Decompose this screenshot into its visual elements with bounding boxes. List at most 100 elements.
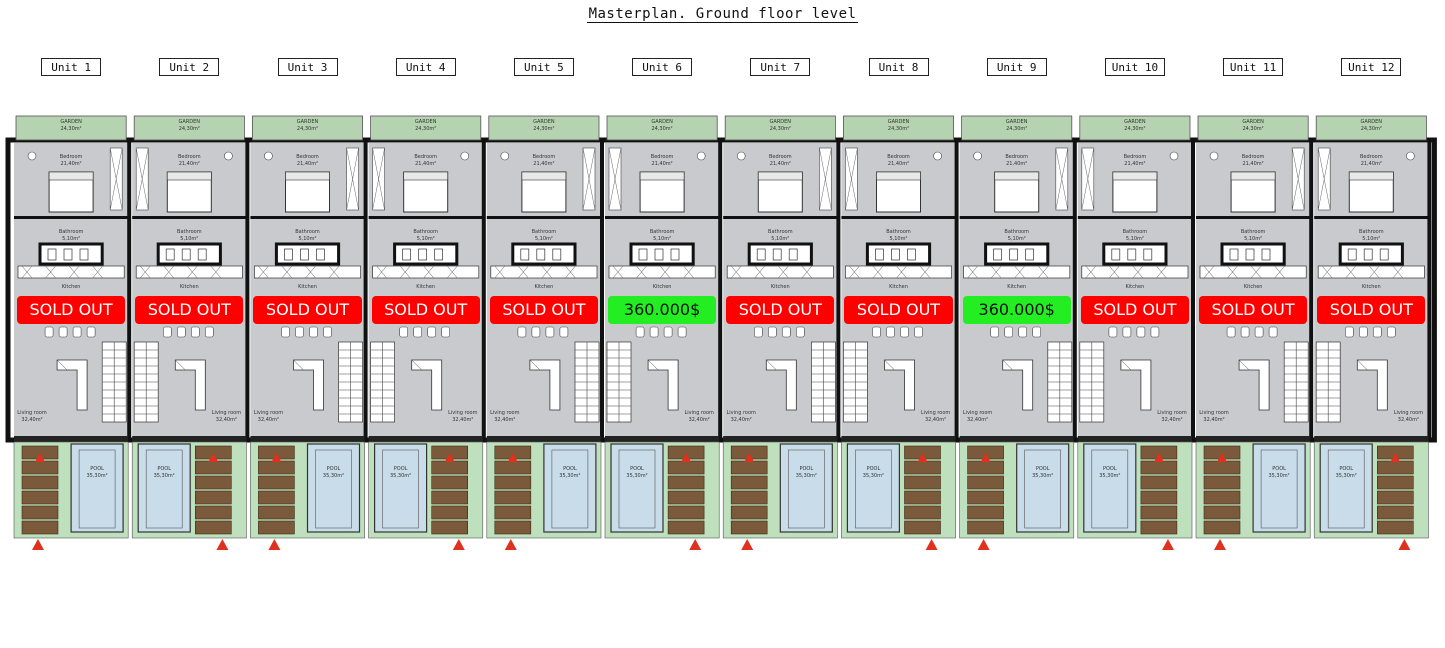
bedroom-label: Bedroom xyxy=(769,154,792,160)
pool xyxy=(1252,443,1306,533)
kitchen-label: Kitchen xyxy=(1244,284,1263,290)
deck-board xyxy=(21,520,59,535)
kitchen-counter xyxy=(1199,265,1307,279)
party-wall xyxy=(718,140,723,440)
living-room-label: Living room xyxy=(727,410,757,416)
counter-cross xyxy=(163,265,174,279)
party-wall xyxy=(1072,140,1077,440)
kitchen-label: Kitchen xyxy=(1126,284,1145,290)
sofa-detail xyxy=(175,359,186,371)
kitchen-counter xyxy=(1317,265,1425,279)
bedroom-area: 21,40m² xyxy=(297,161,318,167)
facade-wall xyxy=(841,436,956,442)
entrance-marker xyxy=(1390,453,1401,462)
sofa-detail xyxy=(56,359,68,371)
garden-strip xyxy=(606,115,718,141)
unit-label: Unit 2 xyxy=(159,58,220,76)
dining-chair xyxy=(309,326,318,338)
living-room-area: 32,40m² xyxy=(494,417,515,423)
unit-11: GARDEN24,30m²Bedroom21,40m²Bathroom5,10m… xyxy=(1195,115,1314,550)
facade-wall xyxy=(14,436,129,442)
garden-strip xyxy=(724,115,836,141)
pool-inner xyxy=(1260,449,1298,529)
unit-3: GARDEN24,30m²Bedroom21,40m²Bathroom5,10m… xyxy=(250,115,368,550)
living-room-area: 32,40m² xyxy=(21,417,42,423)
deck-board xyxy=(730,460,768,475)
pool-inner xyxy=(855,449,892,529)
sanitary-fixture xyxy=(638,248,648,261)
dining-chair xyxy=(191,326,200,338)
living-room-label: Living room xyxy=(254,410,284,416)
dining-chair xyxy=(1108,326,1118,338)
dining-chair xyxy=(767,326,777,338)
sanitary-fixture xyxy=(1009,248,1018,261)
dining-chair xyxy=(753,326,763,338)
sold-out-badge: SOLD OUT xyxy=(726,296,835,324)
counter-cross xyxy=(328,265,340,279)
counter-cross xyxy=(376,265,387,279)
sanitary-fixture xyxy=(1111,248,1121,261)
counter-cross xyxy=(967,265,978,279)
bedroom-area: 21,40m² xyxy=(1124,161,1145,167)
sofa-detail xyxy=(884,359,895,371)
deck-board xyxy=(667,505,705,520)
pool-label: POOL xyxy=(1272,466,1286,472)
pool-inner xyxy=(1327,449,1365,529)
counter-cross xyxy=(612,265,624,279)
counter-cross xyxy=(305,265,316,279)
bathroom-area: 5,10m² xyxy=(1008,236,1026,242)
living-room-label: Living room xyxy=(1199,410,1229,416)
bathroom-area: 5,10m² xyxy=(180,236,198,242)
sold-out-badge: SOLD OUT xyxy=(135,296,244,324)
facade-wall xyxy=(723,436,838,442)
deck-board xyxy=(195,490,232,505)
kitchen-label: Kitchen xyxy=(1007,284,1026,290)
deck-board xyxy=(494,520,532,535)
unit-7: GARDEN24,30m²Bedroom21,40m²Bathroom5,10m… xyxy=(722,115,841,550)
bedroom-label: Bedroom xyxy=(1360,154,1383,160)
side-table xyxy=(224,151,233,161)
sold-out-badge: SOLD OUT xyxy=(1317,296,1426,324)
side-table xyxy=(736,151,746,161)
living-room-area: 32,40m² xyxy=(689,417,710,423)
sofa-detail xyxy=(293,359,304,371)
entrance-marker xyxy=(271,453,282,462)
deck-board xyxy=(667,475,705,490)
pool-inner xyxy=(315,449,352,529)
garden-label: GARDEN xyxy=(179,119,201,125)
sanitary-fixture xyxy=(1127,248,1137,261)
sofa xyxy=(647,359,679,411)
pool-label: POOL xyxy=(90,466,104,472)
garden-label: GARDEN xyxy=(1124,119,1146,125)
pool-area: 35,30m² xyxy=(559,473,580,479)
garden-area: 24,30m² xyxy=(1242,126,1263,132)
entrance-marker xyxy=(1153,453,1164,462)
dining-chair xyxy=(1254,326,1264,338)
pool-inner xyxy=(382,449,419,529)
bedroom-area: 21,40m² xyxy=(415,161,436,167)
unit-label: Unit 7 xyxy=(750,58,811,76)
pool-area: 35,30m² xyxy=(1336,473,1357,479)
side-table xyxy=(933,151,942,161)
bedroom-wall xyxy=(959,216,1074,219)
counter-cross xyxy=(1322,265,1333,279)
sofa xyxy=(884,359,915,411)
sofa xyxy=(411,359,443,411)
deck-board xyxy=(494,475,532,490)
pool-inner xyxy=(551,449,589,529)
deck-board xyxy=(195,460,232,475)
sofa-detail xyxy=(766,359,777,371)
pool xyxy=(1016,443,1070,533)
sofa xyxy=(1120,359,1152,411)
dining-chair xyxy=(1240,326,1250,338)
deck-board xyxy=(667,460,705,475)
deck-board xyxy=(258,505,295,520)
garden-strip xyxy=(15,115,127,141)
wardrobe-hatch xyxy=(608,147,622,211)
deck-board xyxy=(494,460,532,475)
counter-cross xyxy=(849,265,860,279)
dining-chair xyxy=(295,326,304,338)
garden-label: GARDEN xyxy=(770,119,792,125)
sold-out-badge: SOLD OUT xyxy=(17,296,126,324)
bed-pillow xyxy=(1230,171,1276,181)
